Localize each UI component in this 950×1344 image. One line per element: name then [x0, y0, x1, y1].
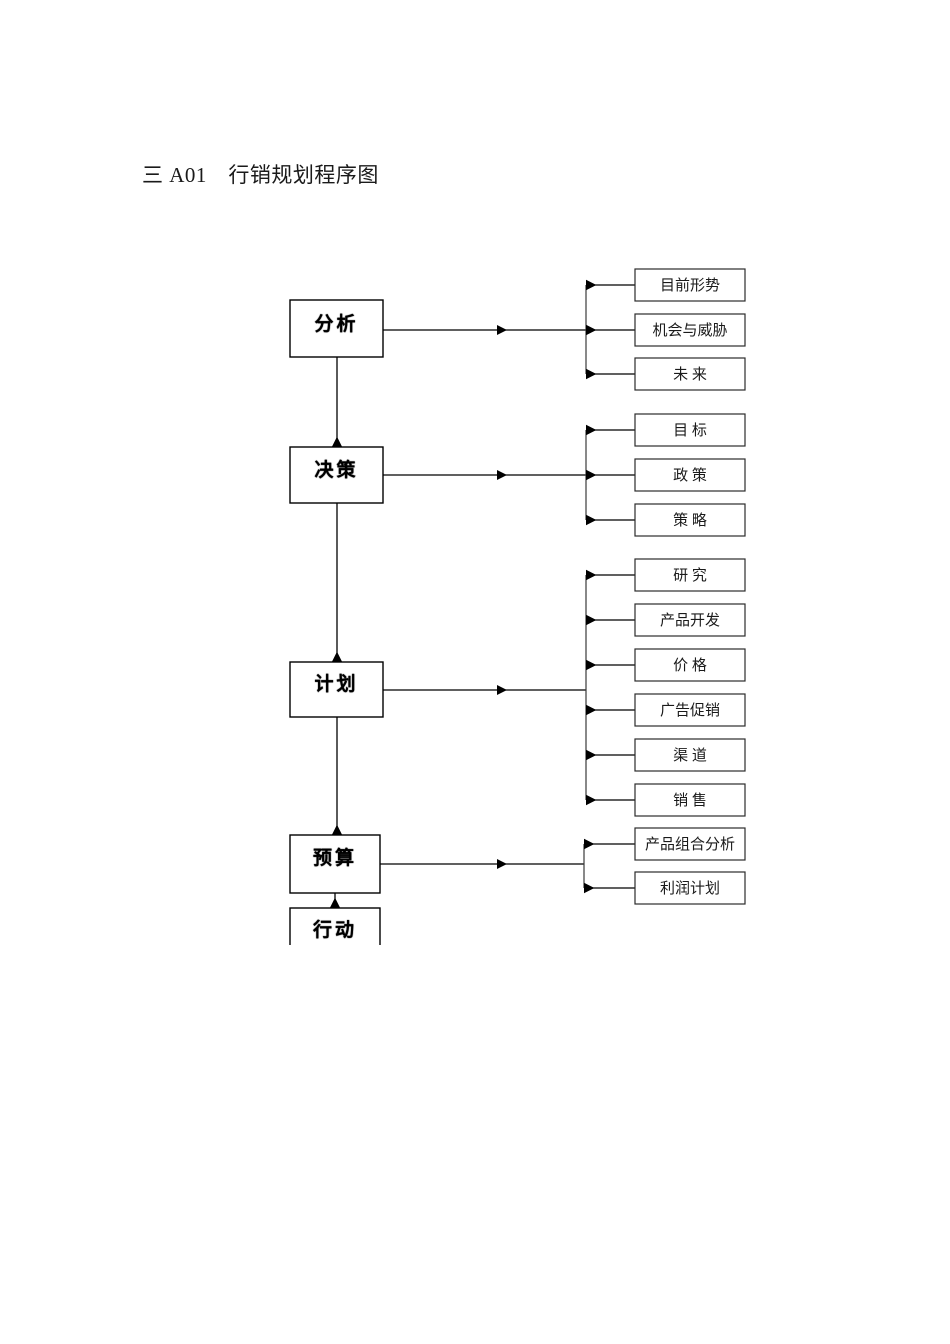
- branch-analysis: [383, 279, 635, 380]
- branch-plan: [383, 569, 635, 806]
- item-box-decision-2[interactable]: 政 策: [634, 458, 746, 492]
- stage-label-action: 行动: [312, 918, 357, 941]
- item-label-plan-2: 产品开发: [660, 612, 720, 629]
- item-label-decision-3: 策 略: [673, 512, 707, 529]
- item-label-plan-3: 价 格: [673, 657, 707, 674]
- branch-decision: [383, 424, 635, 526]
- page-title: 三 A01 行销规划程序图: [142, 163, 379, 187]
- item-label-analysis-3: 未 来: [673, 366, 707, 383]
- item-box-analysis-3[interactable]: 未 来: [634, 357, 746, 391]
- stage-label-analysis: 分析: [314, 312, 358, 335]
- item-box-plan-1[interactable]: 研 究: [634, 558, 746, 592]
- item-box-budget-2[interactable]: 利润计划: [634, 871, 746, 905]
- stage-label-plan: 计划: [314, 672, 358, 695]
- item-label-plan-1: 研 究: [673, 567, 707, 584]
- arrowhead-decision-trunk: [497, 470, 507, 480]
- figure-bottom-mask: [276, 945, 406, 981]
- item-box-decision-3[interactable]: 策 略: [634, 503, 746, 537]
- item-label-plan-5: 渠 道: [673, 747, 707, 764]
- branch-budget: [380, 838, 635, 894]
- item-box-plan-6[interactable]: 销 售: [634, 783, 746, 817]
- item-label-plan-6: 销 售: [673, 792, 707, 809]
- item-label-budget-2: 利润计划: [660, 880, 720, 897]
- item-box-analysis-2[interactable]: 机会与威胁: [634, 313, 746, 347]
- item-box-analysis-1[interactable]: 目前形势: [634, 268, 746, 302]
- stage-box-budget[interactable]: 预算: [289, 834, 381, 894]
- item-box-budget-1[interactable]: 产品组合分析: [634, 827, 746, 861]
- arrowhead-budget-trunk: [497, 859, 507, 869]
- stage-label-decision: 决策: [314, 458, 358, 481]
- stage-label-budget: 预算: [313, 846, 357, 869]
- item-box-decision-1[interactable]: 目 标: [634, 413, 746, 447]
- item-box-plan-3[interactable]: 价 格: [634, 648, 746, 682]
- item-label-decision-2: 政 策: [673, 467, 707, 484]
- arrowhead-plan-trunk: [497, 685, 507, 695]
- item-label-budget-1: 产品组合分析: [645, 836, 735, 853]
- item-label-plan-4: 广告促销: [660, 702, 720, 719]
- arrowhead-analysis-trunk: [497, 325, 507, 335]
- stage-box-decision[interactable]: 决策: [289, 446, 384, 504]
- item-label-analysis-2: 机会与威胁: [652, 322, 727, 339]
- item-box-plan-4[interactable]: 广告促销: [634, 693, 746, 727]
- item-box-plan-2[interactable]: 产品开发: [634, 603, 746, 637]
- item-box-plan-5[interactable]: 渠 道: [634, 738, 746, 772]
- item-label-decision-1: 目 标: [673, 422, 707, 439]
- item-label-analysis-1: 目前形势: [660, 277, 720, 294]
- stage-box-analysis[interactable]: 分析: [289, 299, 384, 358]
- stage-box-plan[interactable]: 计划: [289, 661, 384, 718]
